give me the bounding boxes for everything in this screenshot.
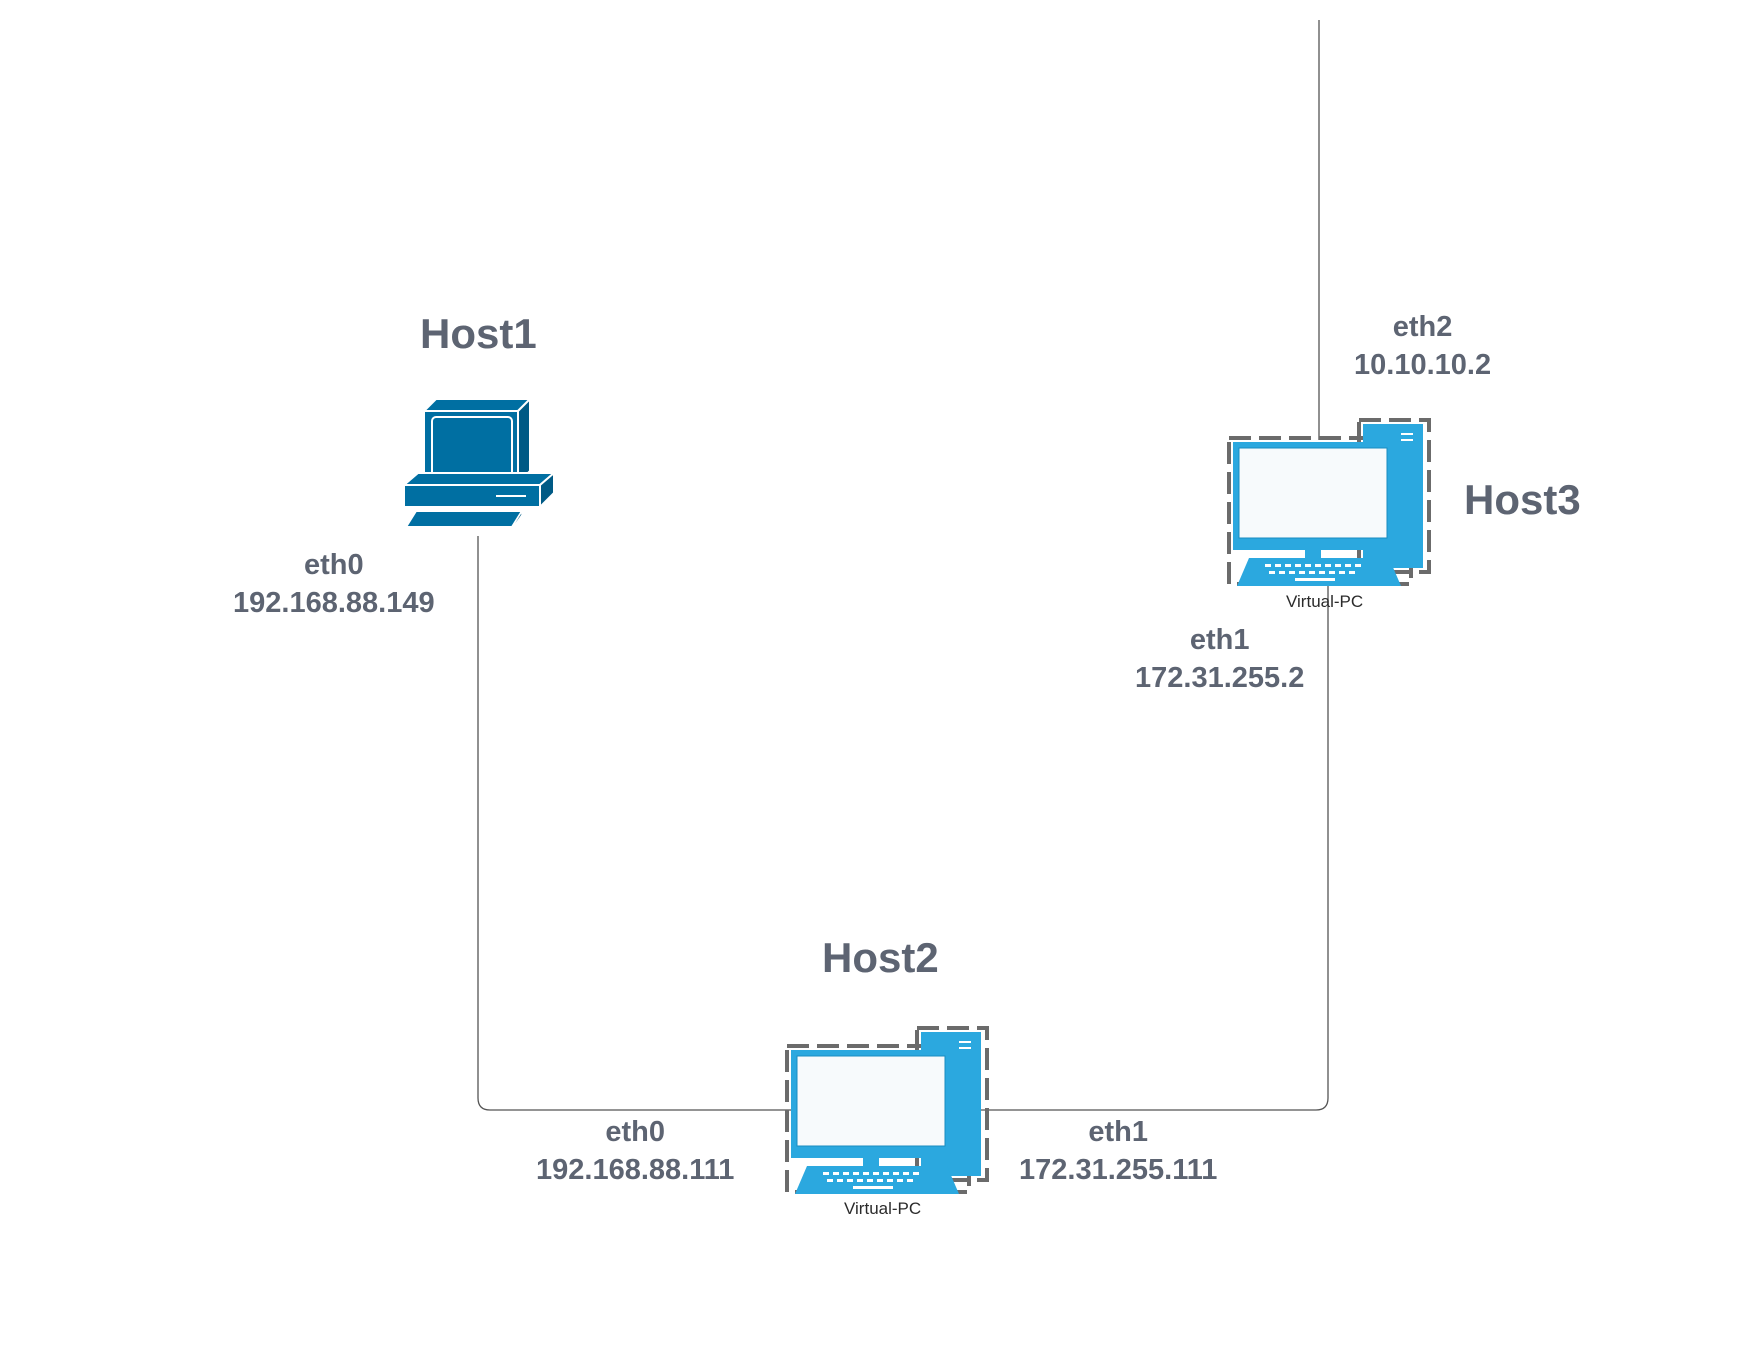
host2-eth1-label: eth1 172.31.255.111	[1019, 1113, 1217, 1189]
interface-ip: 192.168.88.149	[233, 587, 435, 619]
host1-title: Host1	[420, 310, 537, 357]
interface-ip: 172.31.255.111	[1019, 1154, 1218, 1186]
virtual-pc-icon	[785, 1026, 989, 1194]
host2-title: Host2	[822, 934, 939, 981]
interface-name: eth0	[605, 1116, 666, 1148]
virtual-pc-icon	[1227, 418, 1431, 586]
host1-eth0-label: eth0 192.168.88.149	[233, 546, 435, 622]
host2-eth0-label: eth0 192.168.88.111	[536, 1113, 734, 1189]
interface-name: eth0	[303, 549, 364, 581]
link-host2-host3	[978, 586, 1329, 1111]
host3-title: Host3	[1464, 476, 1581, 523]
interface-ip: 172.31.255.2	[1135, 662, 1305, 694]
interface-ip: 192.168.88.111	[536, 1154, 735, 1186]
host3-caption: Virtual-PC	[1286, 592, 1364, 611]
host3-eth2-label: eth2 10.10.10.2	[1354, 308, 1491, 384]
interface-name: eth1	[1088, 1116, 1149, 1148]
host2-caption: Virtual-PC	[844, 1199, 922, 1218]
interface-name: eth1	[1189, 624, 1250, 656]
host3-eth1-label: eth1 172.31.255.2	[1135, 621, 1304, 697]
interface-ip: 10.10.10.2	[1354, 349, 1492, 381]
link-host1-host2	[477, 536, 792, 1111]
interface-name: eth2	[1392, 311, 1453, 343]
desktop-computer-icon	[401, 396, 557, 532]
